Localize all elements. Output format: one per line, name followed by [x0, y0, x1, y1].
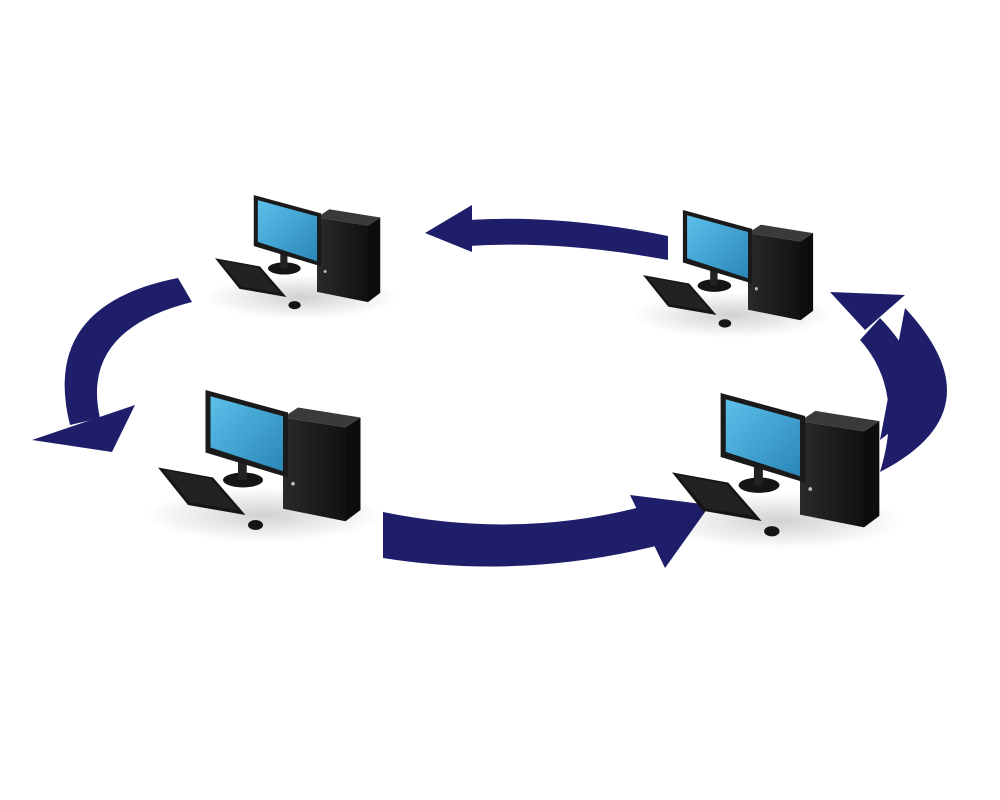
- arrow-bottom: [383, 495, 710, 568]
- desktop-computer-icon: [145, 390, 383, 543]
- desktop-computer-icon: [632, 210, 832, 339]
- computer-top-right: [632, 210, 832, 339]
- arrow-right: [830, 292, 947, 472]
- computer-bottom-left: [145, 390, 383, 543]
- computer-top-left: [204, 195, 399, 320]
- computer-bottom-right: [659, 393, 903, 550]
- arrow-top: [425, 205, 668, 260]
- arrow-left: [32, 278, 192, 452]
- desktop-computer-icon: [659, 393, 903, 550]
- desktop-computer-icon: [204, 195, 399, 320]
